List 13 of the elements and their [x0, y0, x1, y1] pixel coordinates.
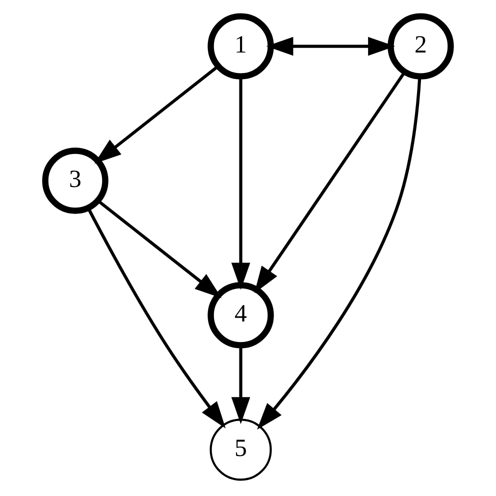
node-circle: 3: [42, 148, 108, 214]
arrow: [97, 200, 222, 298]
arrow: [86, 207, 226, 428]
arrow: [231, 346, 250, 424]
arrow: [254, 71, 406, 294]
node-circle: 5: [210, 418, 272, 481]
arrow: [231, 76, 250, 290]
node-circle: 2: [388, 13, 454, 80]
node-circle: 1: [208, 13, 274, 80]
arrow: [266, 36, 396, 56]
arrow: [257, 76, 422, 430]
arrow: [94, 65, 219, 164]
node-circle: 4: [208, 282, 274, 348]
